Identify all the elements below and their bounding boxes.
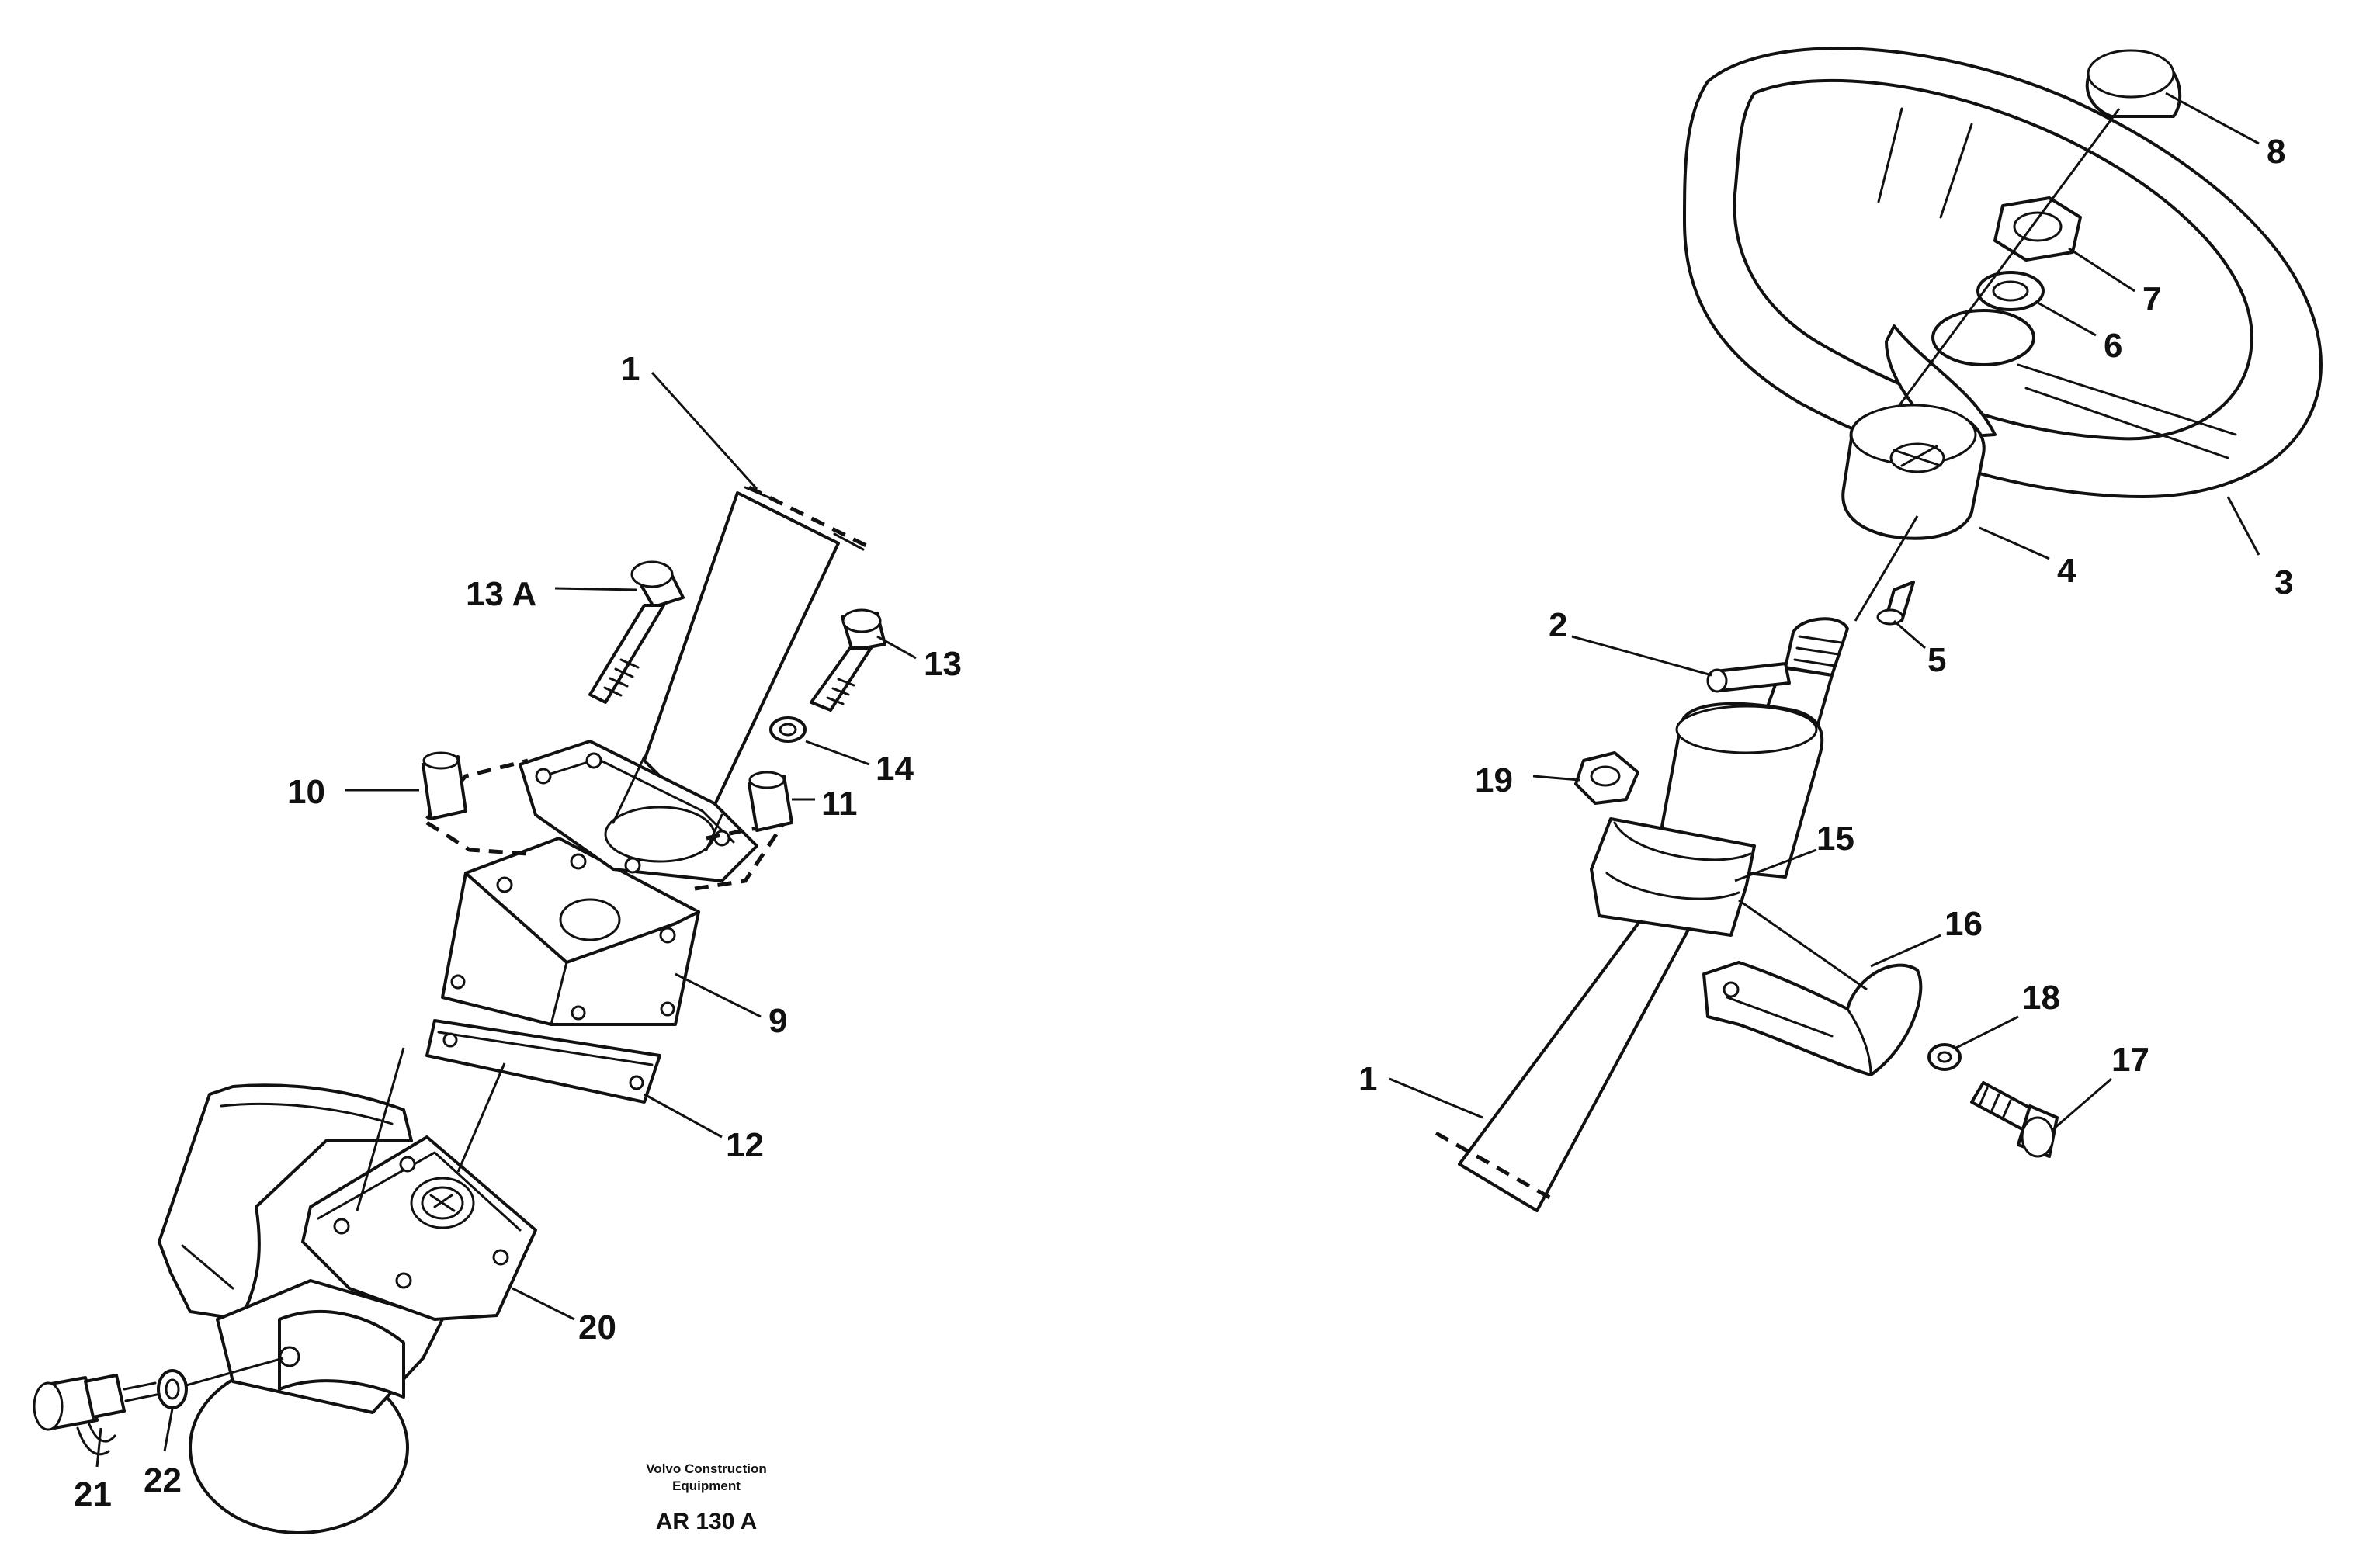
label-8: 8 bbox=[2267, 133, 2285, 171]
wheel-axis bbox=[1885, 108, 2121, 424]
assembly-dash-left bbox=[425, 758, 529, 856]
gasket-12 bbox=[425, 1019, 661, 1104]
column-tube-1 bbox=[519, 486, 865, 882]
caption-company: Volvo Construction Equipment bbox=[590, 1461, 823, 1495]
label-1-right: 1 bbox=[1358, 1060, 1377, 1098]
label-16: 16 bbox=[1945, 905, 1983, 943]
caption-company-line1: Volvo Construction bbox=[646, 1461, 767, 1476]
bolt-17 bbox=[1970, 1081, 2059, 1158]
washer-14 bbox=[769, 716, 807, 743]
drawing-code: AR 130 A bbox=[655, 1509, 758, 1534]
column-tube-1-right bbox=[1458, 702, 1824, 1212]
label-1-left: 1 bbox=[621, 350, 640, 388]
label-15: 15 bbox=[1816, 820, 1854, 858]
label-14: 14 bbox=[876, 750, 914, 788]
left-assembly bbox=[33, 485, 886, 1534]
label-20: 20 bbox=[578, 1309, 616, 1347]
label-17: 17 bbox=[2111, 1041, 2149, 1079]
cap-8 bbox=[2085, 49, 2182, 118]
label-19: 19 bbox=[1475, 761, 1513, 799]
hub-4 bbox=[1841, 404, 1986, 540]
label-3: 3 bbox=[2274, 563, 2293, 601]
callouts-right: 8 7 6 3 4 2 5 19 15 16 18 17 1 bbox=[1358, 92, 2293, 1131]
label-7: 7 bbox=[2142, 280, 2161, 318]
label-18: 18 bbox=[2022, 979, 2060, 1017]
screw-5 bbox=[1876, 581, 1915, 626]
seal-washer-22 bbox=[157, 1369, 188, 1409]
label-22: 22 bbox=[144, 1461, 182, 1499]
label-11: 11 bbox=[821, 785, 858, 823]
label-5: 5 bbox=[1927, 641, 1946, 679]
pin-2 bbox=[1706, 662, 1791, 693]
wheel-hub-opening bbox=[1931, 309, 2035, 366]
clamp-16 bbox=[1702, 961, 1923, 1076]
lock-nut-19 bbox=[1574, 751, 1639, 805]
bolt-13a bbox=[588, 560, 685, 704]
spacer-11 bbox=[748, 771, 793, 832]
label-13a: 13 A bbox=[466, 575, 536, 613]
label-21: 21 bbox=[74, 1475, 112, 1513]
spacer-10 bbox=[422, 751, 467, 820]
label-12: 12 bbox=[726, 1126, 764, 1164]
label-9: 9 bbox=[768, 1002, 787, 1040]
shaft-axis-mid bbox=[456, 1062, 506, 1173]
shaft-axis-lower bbox=[356, 1047, 405, 1211]
label-13: 13 bbox=[924, 645, 962, 683]
label-6: 6 bbox=[2104, 327, 2122, 365]
caption-company-line2: Equipment bbox=[672, 1478, 741, 1493]
label-2: 2 bbox=[1549, 606, 1567, 644]
adapter-9 bbox=[441, 837, 700, 1026]
fitting-axis bbox=[186, 1357, 284, 1387]
washer-18 bbox=[1927, 1043, 1962, 1071]
label-10: 10 bbox=[287, 773, 325, 811]
callouts-left: 1 13 A 13 14 10 11 9 12 20 21 22 bbox=[74, 350, 962, 1513]
bolt-13 bbox=[810, 608, 886, 712]
washer-6 bbox=[1976, 271, 2045, 311]
steering-unit-20 bbox=[158, 1083, 537, 1534]
fitting-21 bbox=[33, 1374, 158, 1456]
assembly-dash-right bbox=[694, 820, 789, 891]
label-4: 4 bbox=[2057, 552, 2076, 590]
right-assembly bbox=[1435, 47, 2323, 1212]
hub-axis bbox=[1854, 515, 1919, 622]
